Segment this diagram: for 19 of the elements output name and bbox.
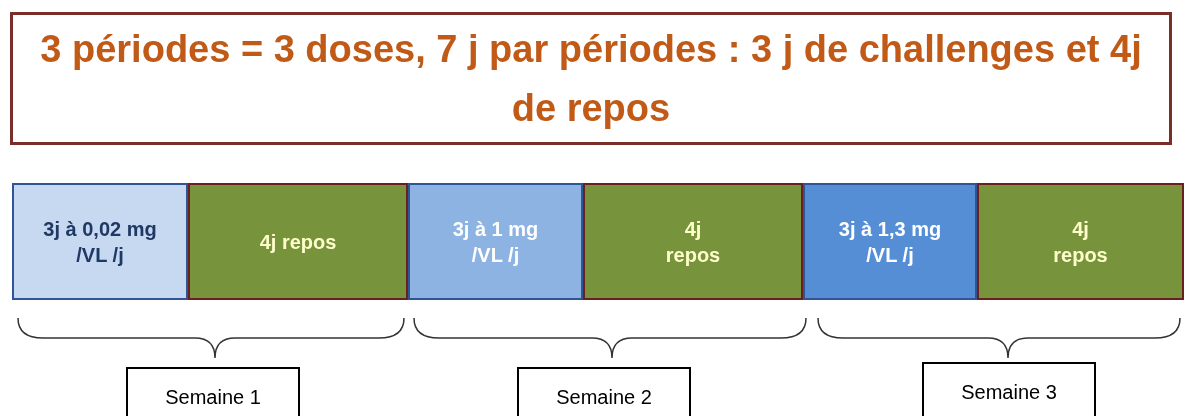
dose-segment	[408, 183, 583, 300]
rest-text: 4j repos	[664, 216, 722, 268]
rest-text: 4j repos	[259, 229, 337, 255]
dose-segment	[803, 183, 977, 300]
rest-segment	[977, 183, 1184, 300]
week-label: Semaine 1	[165, 385, 261, 410]
week-label: Semaine 3	[961, 380, 1057, 405]
week-label: Semaine 2	[556, 385, 652, 410]
dose-segment	[12, 183, 188, 300]
week-box	[922, 362, 1096, 416]
rest-segment	[583, 183, 803, 300]
rest-segment	[188, 183, 408, 300]
dose-text: 3j à 1,3 mg /VL /j	[837, 216, 943, 268]
week-box	[126, 367, 300, 416]
rest-text: 4j repos	[1052, 216, 1109, 268]
dose-text: 3j à 0,02 mg /VL /j	[42, 216, 158, 268]
week-box	[517, 367, 691, 416]
title: 3 périodes = 3 doses, 7 j par périodes : 3 j de challenges et 4j de repos	[39, 26, 1143, 131]
dose-text: 3j à 1 mg /VL /j	[451, 216, 540, 268]
